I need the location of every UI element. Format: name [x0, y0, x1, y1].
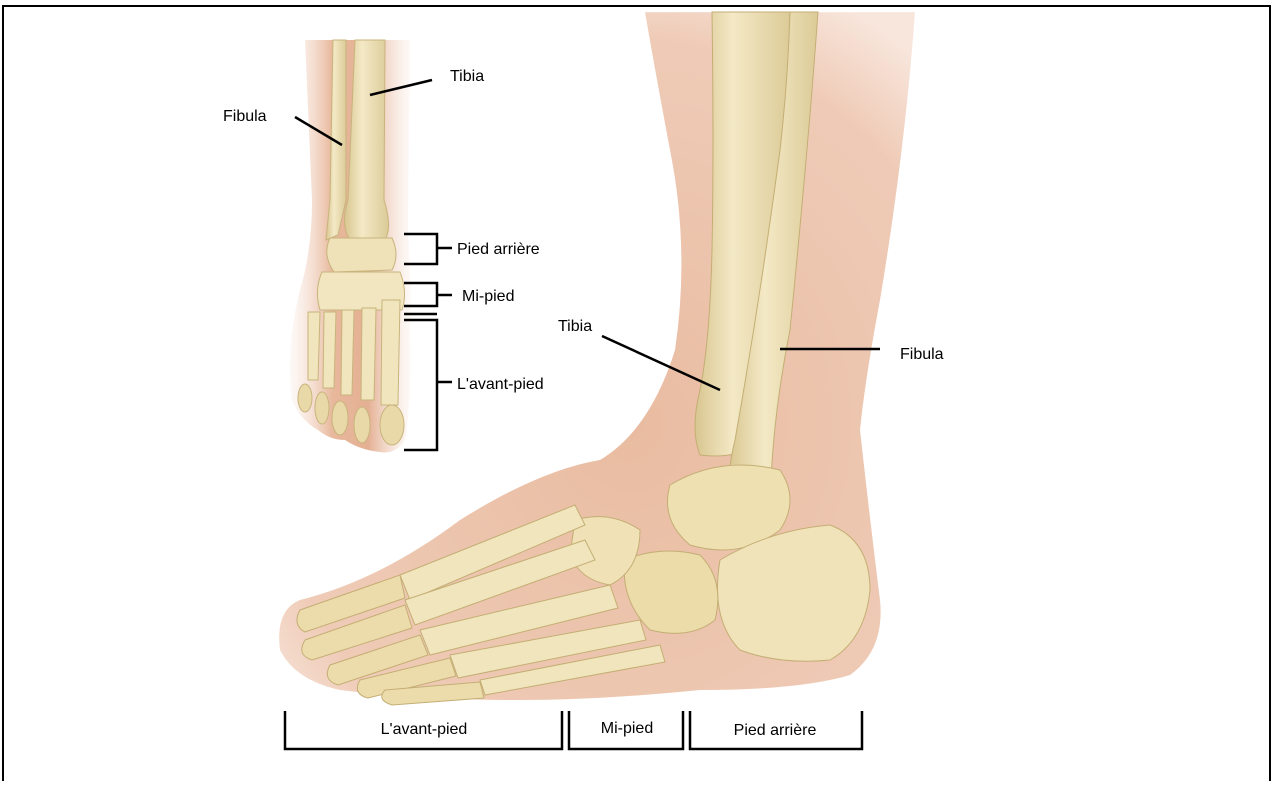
top-view-talus [327, 238, 396, 272]
side-label-fibula: Fibula [900, 346, 944, 363]
top-view-foot [290, 40, 411, 453]
region-label-hindfoot: Pied arrière [734, 722, 817, 739]
top-label-midfoot: Mi-pied [462, 288, 514, 305]
region-label-forefoot: L'avant-pied [381, 721, 468, 738]
top-label-tibia: Tibia [450, 68, 484, 85]
region-label-midfoot: Mi-pied [601, 720, 653, 737]
top-label-forefoot: L'avant-pied [457, 376, 544, 393]
top-label-fibula: Fibula [223, 108, 267, 125]
top-view-brackets [404, 234, 452, 450]
top-label-hindfoot: Pied arrière [457, 241, 540, 258]
side-label-tibia: Tibia [558, 318, 592, 335]
